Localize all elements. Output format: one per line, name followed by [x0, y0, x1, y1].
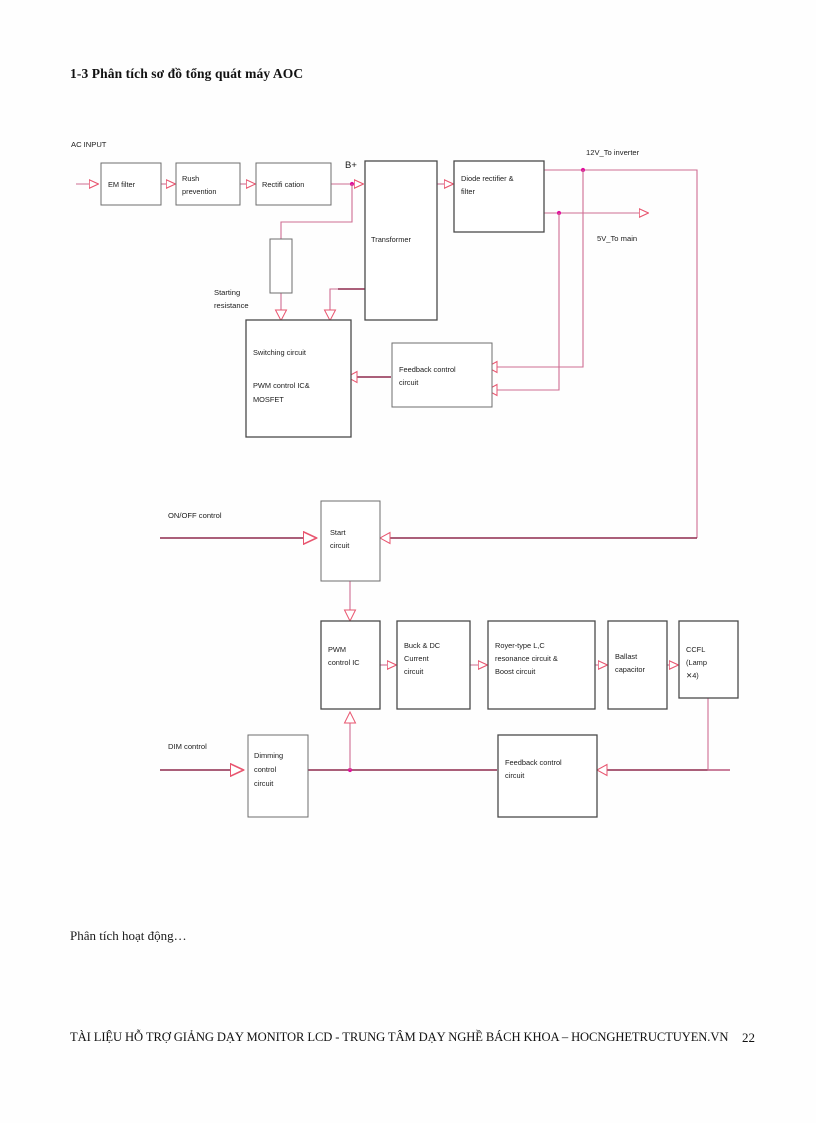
block-feedback-control-upper: Feedback control circuit: [391, 342, 493, 408]
body-note: Phân tích hoạt động…: [70, 928, 187, 943]
block-dimming-label-3: circuit: [254, 779, 273, 788]
block-rectification: Rectifi cation: [255, 162, 332, 206]
label-b-plus: B+: [345, 160, 357, 171]
block-feedback-bottom-label-1: Feedback control: [505, 758, 562, 767]
block-diode-rectifier-filter: Diode rectifier & filter: [453, 160, 545, 233]
label-dim-control: DIM control: [168, 742, 207, 751]
block-ccfl-label-3: ✕4): [686, 671, 699, 680]
block-transformer-label: Transformer: [371, 235, 412, 244]
section-heading: 1-3 Phân tích sơ đồ tổng quát máy AOC: [70, 66, 304, 81]
block-em-filter-label: EM filter: [108, 180, 136, 189]
block-switching-label-3: MOSFET: [253, 395, 284, 404]
block-ballast-label-1: Ballast: [615, 652, 637, 661]
block-diode-rectifier-label-1: Diode rectifier &: [461, 174, 514, 183]
block-dimming-label-2: control: [254, 765, 277, 774]
block-dimming-control: Dimming control circuit: [247, 734, 309, 818]
block-switching-label-1: Switching circuit: [253, 348, 306, 357]
block-pwm-control-label-1: PWM: [328, 645, 346, 654]
block-rush-prevention: Rush prevention: [175, 162, 241, 206]
block-ccfl-label-2: (Lamp: [686, 658, 707, 667]
wire-layer: [76, 167, 730, 776]
block-ballast-capacitor: Ballast capacitor: [607, 620, 668, 710]
block-layer: EM filter Rush prevention Rectifi cation…: [100, 160, 739, 818]
label-onoff-control: ON/OFF control: [168, 511, 222, 520]
block-feedback-control-bottom: Feedback control circuit: [497, 734, 598, 818]
block-pwm-control-label-2: control IC: [328, 658, 360, 667]
block-rush-prevention-label-1: Rush: [182, 174, 199, 183]
block-royer-label-2: resonance circuit &: [495, 654, 558, 663]
label-starting-resistance-line2: resistance: [214, 301, 249, 310]
block-transformer: Transformer: [364, 160, 438, 321]
block-feedback-upper-label-1: Feedback control: [399, 365, 456, 374]
block-ballast-label-2: capacitor: [615, 665, 646, 674]
block-rush-prevention-label-2: prevention: [182, 187, 217, 196]
footer-page-number: 22: [742, 1030, 755, 1045]
block-switching-label-2: PWM control IC&: [253, 381, 310, 390]
block-diode-rectifier-label-2: filter: [461, 187, 476, 196]
block-buck-dc-current: Buck & DC Current circuit: [396, 620, 471, 710]
block-royer-label-3: Boost circuit: [495, 667, 535, 676]
label-starting-resistance-line1: Starting: [214, 288, 240, 297]
block-starting-resistance: [269, 238, 293, 294]
block-royer-label-1: Royer-type L,C: [495, 641, 545, 650]
label-12v-to-inverter: 12V_To inverter: [586, 148, 640, 157]
block-buck-dc-label-3: circuit: [404, 667, 423, 676]
block-ccfl-label-1: CCFL: [686, 645, 705, 654]
block-dimming-label-1: Dimming: [254, 751, 283, 760]
block-rectification-label: Rectifi cation: [262, 180, 304, 189]
block-buck-dc-label-2: Current: [404, 654, 429, 663]
block-ccfl-lamp: CCFL (Lamp ✕4): [678, 620, 739, 699]
label-5v-to-main: 5V_To main: [597, 234, 637, 243]
block-start-circuit-label-1: Start: [330, 528, 346, 537]
block-em-filter: EM filter: [100, 162, 162, 206]
footer-text: TÀI LIỆU HỖ TRỢ GIẢNG DẠY MONITOR LCD - …: [70, 1030, 729, 1044]
block-start-circuit-label-2: circuit: [330, 541, 349, 550]
block-feedback-bottom-label-2: circuit: [505, 771, 524, 780]
block-start-circuit: Start circuit: [320, 500, 381, 582]
block-royer-resonance: Royer-type L,C resonance circuit & Boost…: [487, 620, 596, 710]
net-label-layer: AC INPUT B+ 12V_To inverter 5V_To main O…: [71, 140, 640, 751]
block-feedback-upper-label-2: circuit: [399, 378, 418, 387]
block-buck-dc-label-1: Buck & DC: [404, 641, 441, 650]
block-switching-circuit: Switching circuit PWM control IC& MOSFET: [245, 319, 352, 438]
block-pwm-control-ic: PWM control IC: [320, 620, 381, 710]
label-ac-input: AC INPUT: [71, 140, 107, 149]
